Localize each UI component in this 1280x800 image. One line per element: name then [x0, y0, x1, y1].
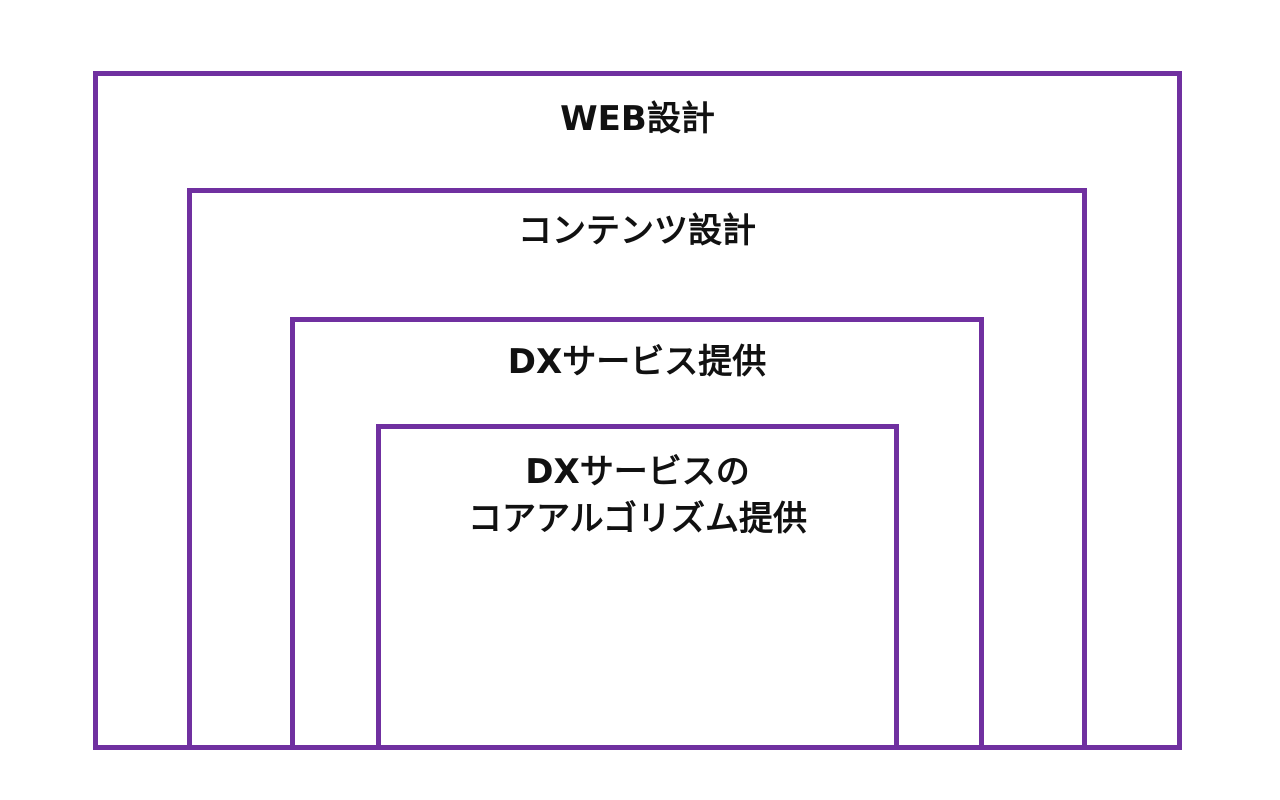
- layer-label-line-1: DXサービスの: [525, 452, 750, 492]
- layer-label-line-2: コアアルゴリズム提供: [468, 499, 807, 539]
- layer-label: DXサービス提供: [507, 342, 767, 382]
- layer-label: コンテンツ設計: [518, 211, 756, 251]
- layer-core-algorithm: DXサービスの コアアルゴリズム提供: [376, 424, 899, 750]
- layer-label: WEB設計: [560, 99, 715, 139]
- bottom-border: [93, 745, 1182, 750]
